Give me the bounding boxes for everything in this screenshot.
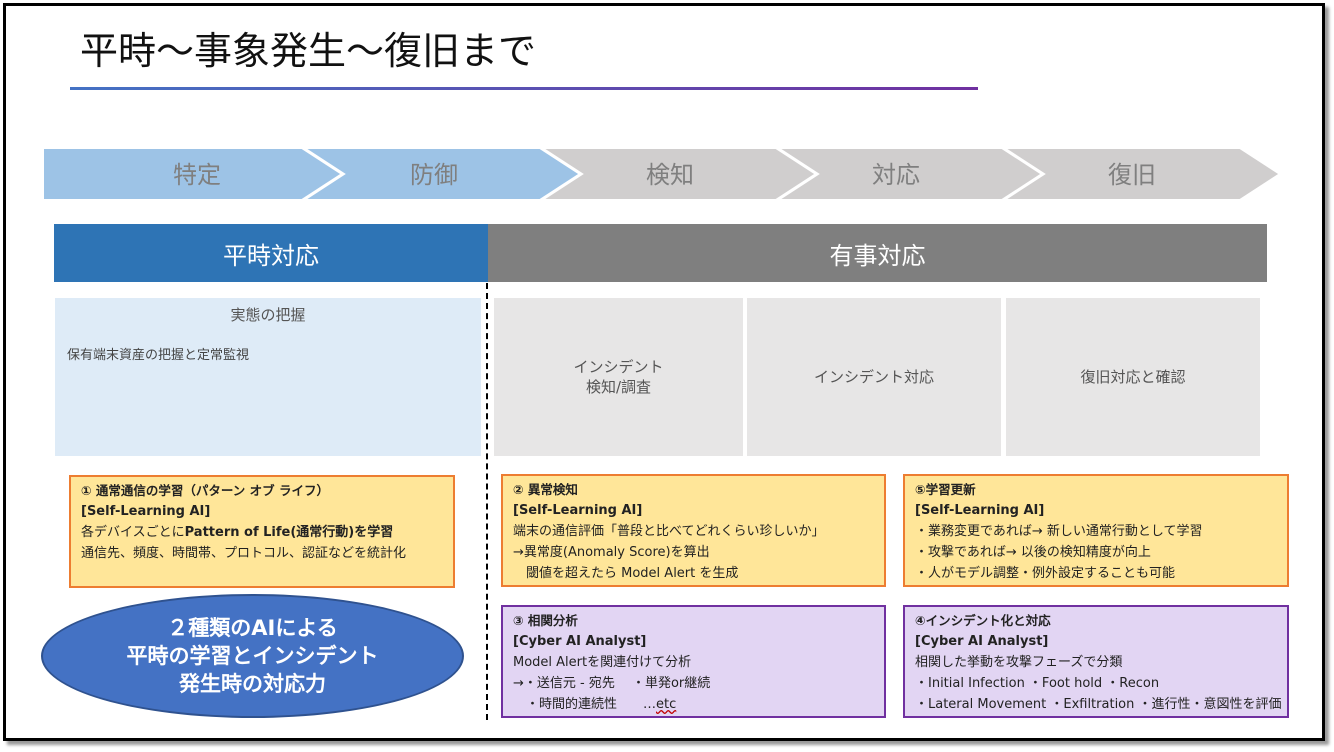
step-subtitle: [Self-Learning AI]	[81, 504, 211, 519]
step-line: 通信先、頻度、時間帯、プロトコル、認証などを統計化	[81, 546, 407, 561]
panel-situation-awareness: 実態の把握 保有端末資産の把握と定常監視	[55, 298, 481, 456]
step-line-etc: etc	[656, 697, 677, 712]
step-heading: ④インシデント化と対応	[915, 613, 1051, 628]
panel-incident-detection: インシデント 検知/調査	[494, 298, 743, 456]
phase-label: 防御	[410, 161, 458, 189]
step-line-text: ・時間的連続性 …	[513, 697, 657, 712]
step-line: ・Lateral Movement ・Exfiltration ・進行性・意図性…	[915, 697, 1282, 712]
step-heading: ② 異常検知	[513, 482, 578, 497]
step-subtitle: [Cyber AI Analyst]	[513, 634, 647, 649]
step-5-box: ⑤学習更新 [Self-Learning AI] ・業務変更であれば→ 新しい通…	[903, 474, 1289, 587]
panel-line: 検知/調査	[585, 378, 652, 396]
step-3-box: ③ 相関分析 [Cyber AI Analyst] Model Alertを関連…	[501, 605, 886, 718]
phase-label: 特定	[173, 161, 221, 189]
panel-heading: 実態の把握	[230, 306, 306, 324]
oval-line: ２種類のAIによる	[167, 616, 338, 640]
step-heading: ① 通常通信の学習（パターン オブ ライフ）	[81, 483, 330, 498]
oval-line: 平時の学習とインシデント	[126, 644, 379, 668]
chevron-recover	[1000, 147, 1282, 201]
step-line-bold: Pattern of Life(通常行動)を学習	[184, 525, 394, 540]
step-line: ・攻撃であれば→ 以後の検知精度が向上	[915, 545, 1151, 560]
panel-line: インシデント	[573, 358, 664, 376]
phase-label: 復旧	[1108, 161, 1156, 189]
phase-label: 検知	[646, 161, 694, 189]
step-line: 閾値を超えたら Model Alert を生成	[513, 566, 739, 581]
step-subtitle: [Self-Learning AI]	[915, 503, 1045, 518]
chevron-protect	[300, 147, 582, 201]
step-line-text: 各デバイスごとに	[81, 525, 185, 540]
panel-recovery: 復旧対応と確認	[1006, 298, 1260, 456]
step-line: 端末の通信評価「普段と比べてどれくらい珍しいか」	[513, 524, 825, 539]
phase-chevrons: 特定 防御 検知 対応 復旧	[42, 147, 1282, 201]
step-4-box: ④インシデント化と対応 [Cyber AI Analyst] 相関した挙動を攻撃…	[903, 605, 1289, 718]
chevron-identify	[42, 147, 344, 201]
step-line: ・時間的連続性 …etc	[513, 694, 874, 715]
step-line: ・業務変更であれば→ 新しい通常行動として学習	[915, 524, 1203, 539]
step-1-box: ① 通常通信の学習（パターン オブ ライフ） [Self-Learning AI…	[69, 475, 455, 588]
oval-line: 発生時の対応力	[179, 672, 326, 696]
summary-oval: ２種類のAIによる 平時の学習とインシデント 発生時の対応力	[41, 594, 464, 718]
emergency-band: 有事対応	[488, 224, 1267, 282]
step-line: 相関した挙動を攻撃フェーズで分類	[915, 655, 1123, 670]
title-underline	[70, 87, 978, 90]
phase-label: 対応	[872, 161, 920, 189]
dashed-divider	[486, 283, 488, 720]
step-2-box: ② 異常検知 [Self-Learning AI] 端末の通信評価「普段と比べて…	[501, 474, 886, 587]
step-subtitle: [Self-Learning AI]	[513, 503, 643, 518]
step-line: →異常度(Anomaly Score)を算出	[513, 545, 710, 560]
step-line: Model Alertを関連付けて分析	[513, 655, 692, 670]
peacetime-band: 平時対応	[54, 224, 488, 282]
chevron-respond	[774, 147, 1044, 201]
step-heading: ⑤学習更新	[915, 482, 976, 497]
step-heading: ③ 相関分析	[513, 613, 578, 628]
step-line: 各デバイスごとにPattern of Life(通常行動)を学習	[81, 522, 443, 543]
step-line: ・Initial Infection ・Foot hold ・Recon	[915, 676, 1160, 691]
step-line: →・送信元 - 宛先 ・単発or継続	[513, 676, 711, 691]
panel-line: 復旧対応と確認	[1080, 368, 1186, 386]
step-line: ・人がモデル調整・例外設定することも可能	[915, 566, 1176, 581]
page-title: 平時〜事象発生〜復旧まで	[80, 29, 537, 73]
panel-incident-response: インシデント対応	[747, 298, 1001, 456]
panel-line: インシデント対応	[813, 368, 934, 386]
step-subtitle: [Cyber AI Analyst]	[915, 634, 1049, 649]
panel-body: 保有端末資産の把握と定常監視	[67, 348, 250, 363]
chevron-detect	[538, 147, 818, 201]
